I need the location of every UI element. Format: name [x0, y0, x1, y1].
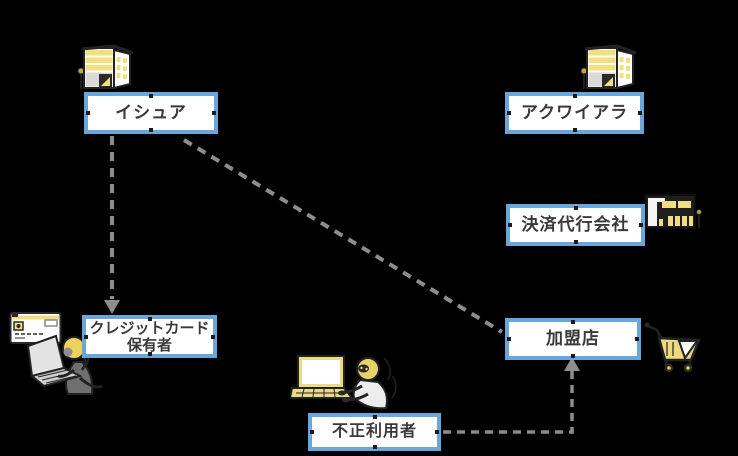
node-payment-agency-label: 決済代行会社: [521, 215, 630, 235]
storefront-building-icon: [638, 192, 702, 232]
anchor-tick: [86, 111, 90, 115]
node-acquirer: アクワイアラ: [505, 92, 644, 134]
node-issuer: イシュア: [84, 92, 218, 134]
anchor-tick: [507, 111, 511, 115]
anchor-tick: [372, 445, 377, 449]
anchor-tick: [572, 94, 577, 98]
anchor-tick: [573, 240, 578, 244]
credit-card-icon: [9, 309, 62, 345]
node-fraudster-label: 不正利用者: [331, 422, 417, 440]
node-acquirer-label: アクワイアラ: [520, 103, 629, 123]
anchor-tick: [638, 111, 642, 115]
anchor-tick: [310, 430, 314, 434]
anchor-tick: [372, 415, 377, 419]
connector-fraudster-to-merchant: [443, 371, 574, 434]
anchor-tick: [572, 128, 577, 132]
anchor-tick: [212, 111, 216, 115]
anchor-tick: [571, 320, 575, 324]
node-cardholder-label-line2: 保有者: [126, 336, 172, 354]
node-issuer-label: イシュア: [115, 103, 187, 123]
node-cardholder: クレジットカード 保有者: [82, 315, 217, 358]
node-cardholder-label-line1: クレジットカード: [89, 319, 210, 337]
anchor-tick: [84, 334, 88, 339]
anchor-tick: [147, 352, 152, 356]
anchor-tick: [635, 337, 639, 341]
shopping-cart-icon: [643, 318, 705, 374]
arrowhead-down-icon: [104, 300, 120, 314]
connector-issuer-to-merchant: [182, 138, 504, 334]
anchor-tick: [211, 334, 215, 339]
anchor-tick: [571, 354, 575, 358]
anchor-tick: [639, 223, 643, 227]
anchor-tick: [147, 317, 152, 321]
masked-person-with-laptop-icon: [290, 354, 402, 412]
anchor-tick: [435, 430, 439, 434]
node-merchant-label: 加盟店: [546, 329, 600, 349]
anchor-tick: [149, 94, 153, 98]
node-fraudster: 不正利用者: [308, 413, 441, 451]
node-payment-agency: 決済代行会社: [506, 204, 645, 246]
node-merchant: 加盟店: [505, 318, 641, 360]
anchor-tick: [507, 337, 511, 341]
office-building-icon: [579, 44, 639, 92]
anchor-tick: [573, 206, 578, 210]
anchor-tick: [149, 128, 153, 132]
office-building-icon: [76, 44, 136, 92]
anchor-tick: [508, 223, 512, 227]
